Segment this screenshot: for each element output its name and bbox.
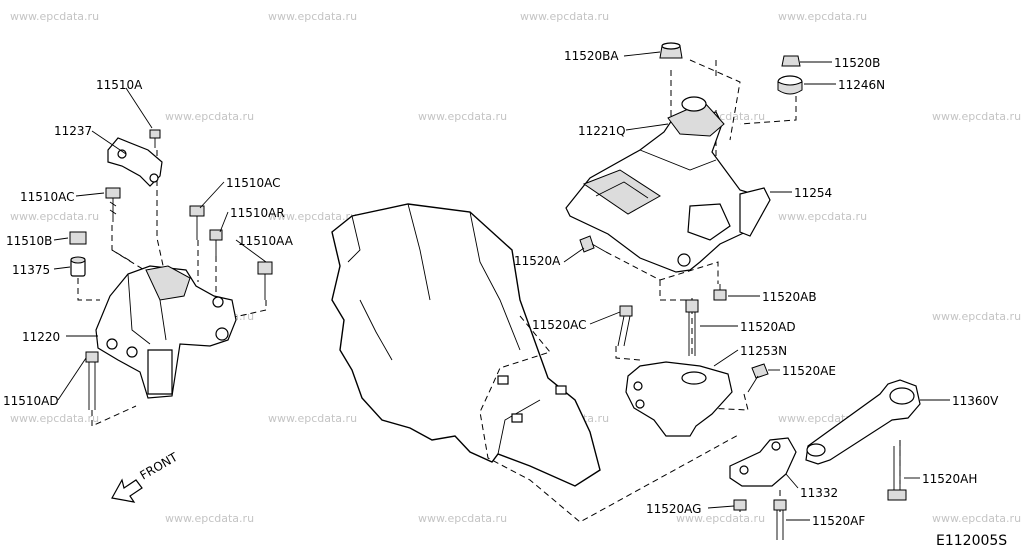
stud-icon	[497, 375, 509, 385]
bolt-11520AB	[713, 284, 727, 301]
label-11510AR: 11510AR	[230, 206, 285, 220]
front-direction-indicator: FRONT	[111, 450, 181, 503]
watermark: www.epcdata.ru	[932, 310, 1021, 323]
watermark: www.epcdata.ru	[676, 512, 765, 525]
nut-11520BA	[659, 42, 683, 59]
engine-block	[331, 203, 601, 487]
label-11510AC-left: 11510AC	[20, 190, 75, 204]
bolt-11510AR	[209, 229, 223, 258]
label-11253N: 11253N	[740, 344, 787, 358]
bolt-11510B	[69, 231, 87, 245]
mount-11221Q	[565, 96, 761, 273]
front-label: FRONT	[138, 450, 181, 483]
stud-icon	[511, 413, 523, 423]
label-11520AG: 11520AG	[646, 502, 701, 516]
watermark: www.epcdata.ru	[932, 110, 1021, 123]
front-arrow-icon	[111, 478, 143, 503]
bolt-11520AC	[617, 305, 633, 347]
label-11246N: 11246N	[838, 78, 885, 92]
label-11375: 11375	[12, 263, 50, 277]
part-labels: 11510A 11237 11510AC 11510B 11375 11220 …	[3, 49, 999, 528]
bolt-11520AG	[733, 499, 747, 511]
watermark: www.epcdata.ru	[165, 110, 254, 123]
label-11510AA: 11510AA	[238, 234, 294, 248]
watermark: www.epcdata.ru	[10, 10, 99, 23]
bolt-11520AE	[747, 363, 769, 393]
torque-rod-11360V	[805, 379, 921, 465]
bolt-11510AC-left	[105, 187, 121, 222]
bolt-11520AF	[773, 499, 787, 540]
watermark: www.epcdata.ru	[165, 512, 254, 525]
mount-11220	[95, 265, 237, 399]
label-11520A: 11520A	[514, 254, 561, 268]
label-11520AC: 11520AC	[532, 318, 587, 332]
label-11220: 11220	[22, 330, 60, 344]
collar-11375	[70, 256, 86, 277]
watermark: www.epcdata.ru	[778, 10, 867, 23]
label-11237: 11237	[54, 124, 92, 138]
label-11520AH: 11520AH	[922, 472, 977, 486]
label-11520AE: 11520AE	[782, 364, 836, 378]
watermark: www.epcdata.ru	[268, 10, 357, 23]
watermark: www.epcdata.ru	[418, 110, 507, 123]
watermark: www.epcdata.ru	[932, 512, 1021, 525]
bolt-11510AD	[85, 351, 99, 410]
label-11520AD: 11520AD	[740, 320, 796, 334]
diagram-code: E112005S	[936, 533, 1007, 549]
label-11254: 11254	[794, 186, 832, 200]
label-11510A: 11510A	[96, 78, 143, 92]
bolt-11510AC-mid	[189, 205, 205, 240]
label-11510B: 11510B	[6, 234, 52, 248]
label-11520AB: 11520AB	[762, 290, 817, 304]
bolt-11520A	[579, 235, 607, 253]
watermark: www.epcdata.ru	[268, 210, 357, 223]
watermark: www.epcdata.ru	[520, 10, 609, 23]
watermark: www.epcdata.ru	[418, 512, 507, 525]
label-11520BA: 11520BA	[564, 49, 619, 63]
label-11332: 11332	[800, 486, 838, 500]
label-leaders	[53, 51, 950, 521]
bolt-11510AA	[257, 261, 273, 300]
nut-11520B	[781, 55, 801, 67]
mount-11253N	[625, 361, 733, 437]
label-11221Q: 11221Q	[578, 124, 626, 138]
label-11520B: 11520B	[834, 56, 880, 70]
bracket-11237	[107, 137, 163, 187]
bracket-11254	[739, 187, 771, 237]
stud-icon	[555, 385, 567, 395]
label-11510AC-mid: 11510AC	[226, 176, 281, 190]
bracket-11332	[729, 437, 797, 487]
bolt-11520AD	[685, 299, 699, 356]
washer-11246N	[777, 75, 803, 95]
watermark: www.epcdata.ru	[778, 210, 867, 223]
watermark: www.epcdata.ru	[10, 210, 99, 223]
bolt-11510A	[149, 129, 161, 148]
bolt-11520AH	[887, 446, 907, 501]
label-11510AD: 11510AD	[3, 394, 59, 408]
label-11360V: 11360V	[952, 394, 999, 408]
label-11520AF: 11520AF	[812, 514, 865, 528]
watermark: www.epcdata.ru	[10, 412, 99, 425]
watermark: www.epcdata.ru	[268, 412, 357, 425]
